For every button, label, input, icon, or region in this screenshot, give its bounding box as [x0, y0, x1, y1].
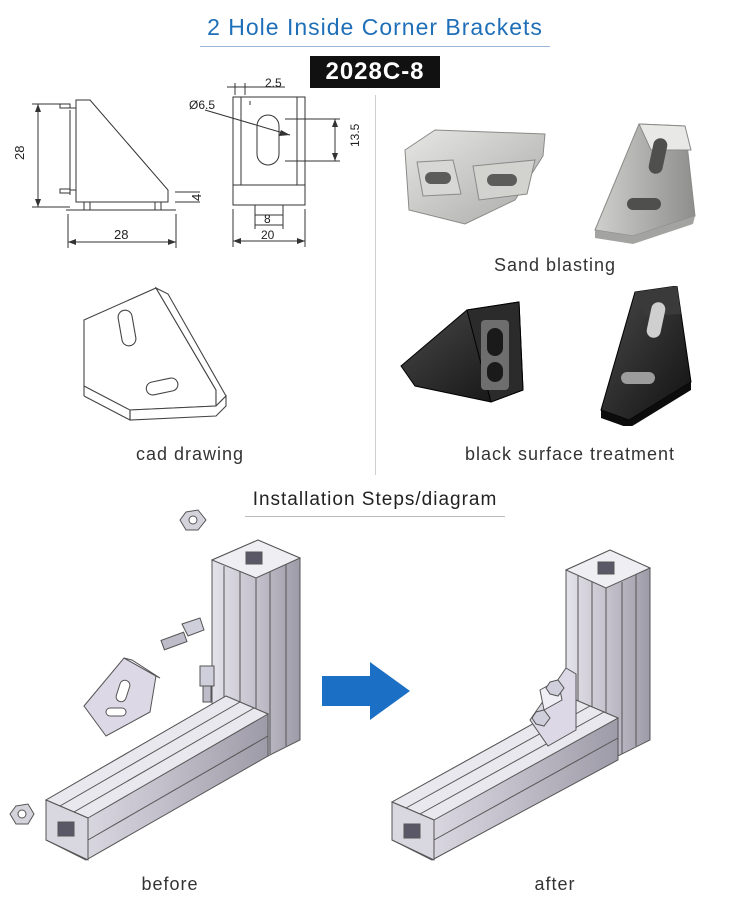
caption-after: after	[534, 874, 576, 894]
dim-side-height: 28	[12, 146, 27, 160]
installation-underline	[245, 516, 505, 517]
page-title: 2 Hole Inside Corner Brackets	[207, 14, 543, 40]
vertical-divider	[375, 95, 376, 475]
installation-heading: Installation Steps/diagram	[252, 489, 498, 510]
caption-black-surface: black surface treatment	[464, 444, 676, 464]
bolt-and-nut-parts	[9, 509, 215, 825]
installed-bracket	[529, 667, 577, 747]
bracket-part	[83, 657, 161, 737]
dim-body-width: 20	[261, 228, 275, 242]
caption-sand-blasting: Sand blasting	[493, 255, 617, 275]
dim-top-offset: 2.5	[265, 76, 282, 90]
dim-slot-width: 8	[264, 212, 271, 226]
arrow-icon	[322, 662, 410, 720]
dim-base-width: 28	[114, 227, 128, 242]
dim-hole-diameter: Ø6.5	[189, 98, 215, 112]
dim-thickness: 4	[189, 194, 204, 201]
black-bracket-standing	[600, 286, 692, 426]
sand-bracket-standing	[594, 123, 696, 244]
side-view-drawing: 28 28 4	[12, 99, 204, 248]
after-illustration	[390, 549, 652, 861]
horizontal-profile-assembled	[390, 699, 620, 861]
cad-isometric-drawing	[83, 286, 227, 421]
sand-bracket-flat	[404, 129, 546, 225]
caption-before: before	[141, 874, 199, 894]
caption-cad-drawing: cad drawing	[135, 444, 245, 464]
black-bracket-flat	[400, 301, 524, 403]
before-illustration	[9, 509, 302, 861]
black-surface-photos	[400, 286, 692, 426]
front-view-drawing: 2.5 Ø6.5 13.5 8 20	[189, 76, 362, 247]
model-badge: 2028C-8	[310, 56, 440, 88]
horizontal-profile	[44, 695, 270, 861]
title-underline	[200, 46, 550, 47]
sand-blasting-photos	[404, 123, 696, 244]
dim-hole-height: 13.5	[348, 123, 362, 147]
